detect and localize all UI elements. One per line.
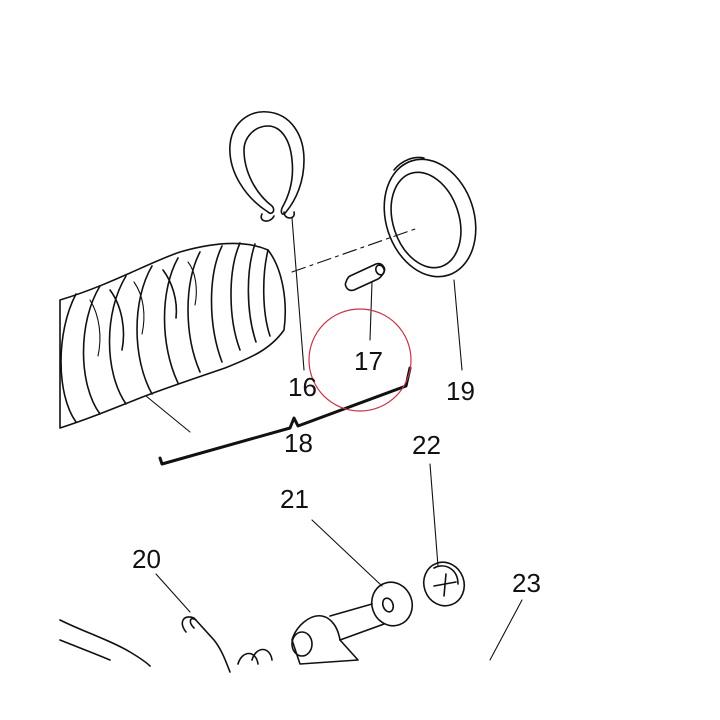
leader-23 [489,599,523,661]
leader-20 [155,573,191,613]
callout-18: 18 [284,428,313,458]
snap-ring-16 [229,111,305,222]
leader-22 [429,463,439,567]
pin-17 [344,262,386,292]
callout-16: 16 [288,372,317,402]
seal-ring-19 [383,156,477,278]
callout-20: 20 [132,544,161,574]
part-22-screw [422,561,466,607]
callout-21: 21 [280,484,309,514]
highlight-circle [308,308,412,412]
bracket-18 [158,366,412,466]
leader-18 [145,395,191,433]
callout-23: 23 [512,568,541,598]
callout-17: 17 [354,346,383,376]
leader-17 [369,281,373,341]
callout-22: 22 [412,430,441,460]
part-20-spring [181,616,273,673]
leader-21 [311,519,383,587]
callout-19: 19 [446,376,475,406]
part-21-washer [370,581,414,627]
center-axis-line [291,227,419,273]
leader-19 [453,279,463,371]
leader-16 [291,217,305,371]
bellows-boot [59,242,287,429]
lever-body [59,603,385,667]
